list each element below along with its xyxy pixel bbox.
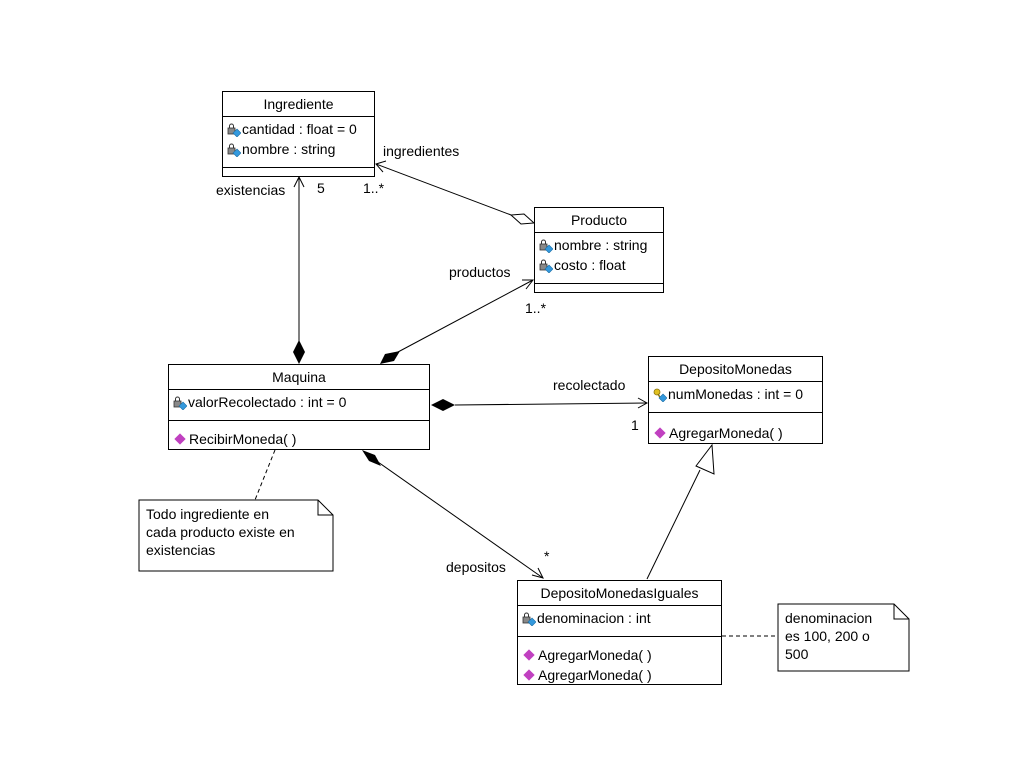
class-maquina[interactable]: Maquina valorRecolectado : int = 0 Recib… (168, 364, 430, 450)
class-ingrediente[interactable]: Ingrediente cantidad : float = 0 nombre … (222, 91, 375, 177)
class-name: Producto (535, 208, 663, 233)
operations-section: AgregarMoneda( ) AgregarMoneda( ) (518, 637, 721, 699)
role-label-ingredientes: ingredientes (383, 143, 460, 159)
multiplicity-ingredientes: 1..* (363, 180, 385, 196)
operation: AgregarMoneda( ) (653, 423, 818, 443)
attributes-section: denominacion : int (518, 606, 721, 637)
method-icon (174, 433, 186, 445)
recolectado-association (431, 397, 649, 411)
operation: RecibirMoneda( ) (173, 429, 425, 449)
multiplicity-existencias: 5 (317, 180, 325, 196)
operation: AgregarMoneda( ) (522, 645, 717, 665)
attribute: costo : float (539, 255, 659, 275)
note-line: cada producto existe en (146, 524, 295, 540)
note-line: Todo ingrediente en (146, 506, 269, 522)
role-label-recolectado: recolectado (553, 377, 626, 393)
note-denominacion[interactable]: denominacion es 100, 200 o 500 (779, 605, 893, 667)
multiplicity-productos: 1..* (525, 300, 547, 316)
multiplicity-depositos: * (544, 548, 550, 564)
method-icon (523, 669, 535, 681)
attribute: nombre : string (539, 235, 659, 255)
role-label-productos: productos (449, 264, 511, 280)
attributes-section: nombre : string costo : float (535, 233, 663, 284)
class-producto[interactable]: Producto nombre : string costo : float (534, 207, 664, 293)
operations-section (535, 284, 663, 300)
class-deposito-monedas[interactable]: DepositoMonedas numMonedas : int = 0 Agr… (648, 356, 823, 444)
existencias-association (293, 175, 305, 364)
note-shape-ingredientes (138, 499, 334, 572)
class-name: Maquina (169, 365, 429, 390)
note-line: denominacion (785, 610, 873, 626)
class-name: DepositoMonedasIguales (518, 581, 721, 606)
lock-field-icon (539, 238, 554, 254)
lock-field-icon (539, 258, 554, 274)
operation: AgregarMoneda( ) (522, 665, 717, 685)
multiplicity-recolectado: 1 (631, 417, 639, 433)
depositos-association (362, 450, 544, 579)
note-ingredientes[interactable]: Todo ingrediente en cada producto existe… (140, 501, 318, 563)
method-icon (523, 649, 535, 661)
lock-field-icon (173, 395, 188, 411)
attributes-section: valorRecolectado : int = 0 (169, 390, 429, 421)
role-label-depositos: depositos (446, 559, 506, 575)
class-name: DepositoMonedas (649, 357, 822, 382)
attributes-section: numMonedas : int = 0 (649, 382, 822, 413)
note-shape-denominacion (777, 603, 910, 672)
lock-field-icon (227, 142, 242, 158)
productos-association (380, 279, 535, 364)
lock-field-icon (522, 611, 537, 627)
operations-section: RecibirMoneda( ) (169, 421, 429, 465)
method-icon (654, 427, 666, 439)
lock-field-icon (227, 122, 242, 138)
note-line: es 100, 200 o (785, 628, 870, 644)
attribute: valorRecolectado : int = 0 (173, 392, 425, 412)
class-name: Ingrediente (223, 92, 374, 117)
attribute: nombre : string (227, 139, 370, 159)
note-line: 500 (785, 646, 809, 662)
generalization-arrow (646, 443, 715, 580)
ingredientes-association (375, 160, 536, 225)
attribute: numMonedas : int = 0 (653, 384, 818, 404)
role-label-existencias: existencias (216, 182, 286, 198)
operations-section: AgregarMoneda( ) (649, 413, 822, 461)
attribute: denominacion : int (522, 608, 717, 628)
note-line: existencias (146, 542, 216, 558)
attribute: cantidad : float = 0 (227, 119, 370, 139)
note-anchor-ingredientes (254, 449, 276, 501)
class-deposito-monedas-iguales[interactable]: DepositoMonedasIguales denominacion : in… (517, 580, 722, 685)
key-field-icon (653, 387, 668, 403)
attributes-section: cantidad : float = 0 nombre : string (223, 117, 374, 168)
